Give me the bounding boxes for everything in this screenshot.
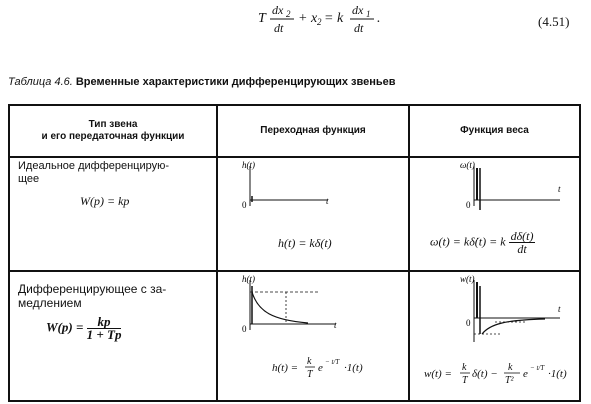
- svg-text:dx: dx: [352, 3, 364, 17]
- svg-text:h(t) =: h(t) =: [272, 362, 298, 374]
- row1-weight-frac-num: dδ(t): [508, 229, 536, 243]
- svg-text:e: e: [523, 368, 528, 380]
- row2-weight-graph: w(t) 0 t: [460, 274, 561, 342]
- svg-text:w(t): w(t): [460, 274, 475, 284]
- svg-text:0: 0: [466, 200, 471, 210]
- row2-transfer-num: kp: [86, 315, 122, 329]
- svg-text:T²: T²: [505, 375, 515, 386]
- header-transient-label: Переходная функция: [260, 125, 366, 136]
- svg-text:0: 0: [242, 200, 247, 210]
- svg-text:0: 0: [242, 324, 247, 334]
- row1-weight-fraction: dδ(t) dt: [508, 229, 536, 256]
- svg-text:·1(t): ·1(t): [548, 368, 567, 380]
- header-transient-function: Переходная функция: [216, 104, 410, 158]
- svg-text:1: 1: [366, 9, 371, 19]
- svg-text:t: t: [558, 184, 561, 194]
- row1-transient-graph: h(t) 0 t: [242, 160, 329, 210]
- svg-text:t: t: [326, 196, 329, 206]
- row2-transfer-function: W(p) = kp 1 + Tp: [46, 315, 122, 342]
- row1-transient-cell: h(t) 0 t h(t) = kδ(t): [216, 156, 410, 272]
- svg-text:.: .: [377, 11, 381, 26]
- row2-weight-formula-graphic: w(t) = k T δ(t) − k T² e − t/T ·1(t): [424, 362, 567, 386]
- svg-text:T: T: [462, 375, 469, 386]
- row2-transient-formula-graphic: h(t) = k T e − t/T ·1(t): [272, 356, 363, 380]
- table-caption-number: Таблица 4.6.: [8, 76, 73, 88]
- row2-name-line2: медлением: [18, 296, 82, 310]
- svg-text:h(t): h(t): [242, 160, 255, 170]
- svg-text:k: k: [307, 356, 312, 367]
- svg-text:dx: dx: [272, 3, 284, 17]
- table-caption: Таблица 4.6. Временные характеристики ди…: [8, 76, 396, 88]
- svg-text:T: T: [258, 11, 267, 26]
- table-row: Дифференцирующее с за- медлением W(p) = …: [8, 270, 581, 402]
- table-header-row: Тип звена и его передаточная функции Пер…: [8, 104, 581, 158]
- svg-text:2: 2: [317, 17, 322, 27]
- svg-text:T: T: [307, 369, 314, 380]
- row1-weight-formula: ω(t) = kδ̇(t) = k dδ(t) dt: [430, 229, 536, 256]
- row1-weight-cell: ω(t) 0 t ω(t) = kδ̇(t) = k dδ(t) dt: [408, 156, 581, 272]
- row1-name-line2: щее: [18, 173, 40, 185]
- svg-text:k: k: [462, 362, 467, 373]
- svg-text:·1(t): ·1(t): [344, 362, 363, 374]
- row2-type-cell: Дифференцирующее с за- медлением W(p) = …: [8, 270, 218, 402]
- svg-text:h(t): h(t): [242, 274, 255, 284]
- svg-text:t: t: [558, 304, 561, 314]
- svg-text:k: k: [508, 362, 513, 373]
- row1-weight-formula-left: ω(t) = kδ̇(t) = k: [430, 234, 506, 249]
- equation-number: (4.51): [538, 14, 570, 29]
- row2-transient-graph: h(t) 0 t: [242, 274, 337, 334]
- header-link-type: Тип звена и его передаточная функции: [8, 104, 218, 158]
- row2-link-name: Дифференцирующее с за- медлением: [18, 282, 166, 310]
- svg-text:δ(t) −: δ(t) −: [472, 368, 498, 380]
- row1-weight-frac-den: dt: [517, 242, 527, 256]
- row1-link-name: Идеальное дифференцирую- щее: [18, 160, 169, 186]
- row1-type-cell: Идеальное дифференцирую- щее W(p) = kp: [8, 156, 218, 272]
- svg-text:dt: dt: [274, 21, 284, 35]
- row2-transient-cell: h(t) 0 t h(t) = k T e: [216, 270, 410, 402]
- row2-transfer-left: W(p) =: [46, 319, 84, 335]
- svg-text:dt: dt: [354, 21, 364, 35]
- row1-name-line1: Идеальное дифференцирую-: [18, 160, 170, 172]
- row1-weight-graph: ω(t) 0 t: [460, 160, 561, 210]
- table-caption-title: Временные характеристики дифференцирующи…: [75, 76, 396, 88]
- svg-text:ω(t): ω(t): [460, 160, 475, 170]
- row1-transfer-function: W(p) = kp: [80, 194, 130, 208]
- row2-transfer-fraction: kp 1 + Tp: [86, 315, 122, 342]
- svg-text:0: 0: [466, 318, 471, 328]
- svg-text:e: e: [318, 362, 323, 374]
- row2-name-line1: Дифференцирующее с за-: [18, 282, 167, 296]
- row2-weight-cell: w(t) 0 t w(t) = k T: [408, 270, 581, 402]
- svg-text:= k: = k: [324, 11, 344, 26]
- svg-text:t: t: [334, 320, 337, 330]
- svg-text:2: 2: [286, 9, 291, 19]
- characteristics-table: Тип звена и его передаточная функции Пер…: [8, 104, 581, 402]
- svg-text:− t/T: − t/T: [325, 358, 340, 366]
- row2-transient-formula: h(t) = k T e − t/T ·1(t): [272, 352, 392, 386]
- table-row: Идеальное дифференцирую- щее W(p) = kp h…: [8, 156, 581, 272]
- row2-transfer-den: 1 + Tp: [86, 327, 122, 342]
- row2-weight-formula: w(t) = k T δ(t) − k T² e − t/T ·1(t): [424, 358, 584, 392]
- svg-text:+ x: + x: [298, 11, 318, 26]
- header-weight-label: Функция веса: [460, 125, 529, 136]
- row1-transient-formula: h(t) = kδ(t): [278, 236, 332, 250]
- header-link-type-line2: и его передаточная функции: [41, 131, 185, 142]
- svg-text:w(t) =: w(t) =: [424, 368, 452, 380]
- header-link-type-line1: Тип звена: [88, 119, 138, 130]
- svg-text:− t/T: − t/T: [530, 364, 545, 372]
- header-weight-function: Функция веса: [408, 104, 581, 158]
